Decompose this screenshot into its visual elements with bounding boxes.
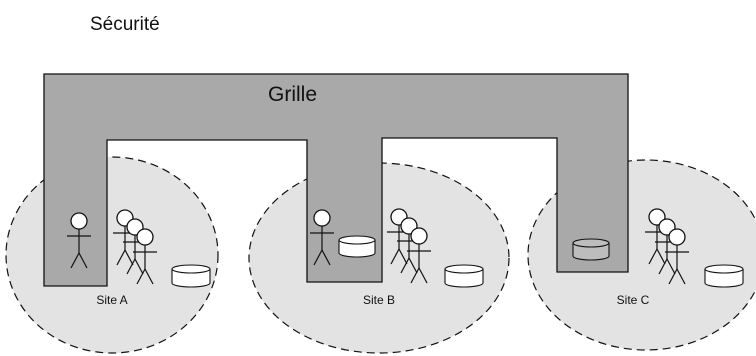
database-cylinder-icon (172, 265, 210, 287)
site-label-b: Site B (363, 293, 395, 307)
database-cylinder-icon (573, 239, 609, 260)
site-area-a (6, 157, 218, 353)
database-cylinder-icon (705, 265, 743, 287)
site-label-c: Site C (617, 293, 650, 307)
grid-label: Grille (268, 83, 317, 106)
database-cylinder-icon (445, 265, 483, 287)
diagram-title: Sécurité (90, 14, 160, 35)
site-label-a: Site A (96, 293, 127, 307)
database-cylinder-icon (339, 236, 375, 257)
